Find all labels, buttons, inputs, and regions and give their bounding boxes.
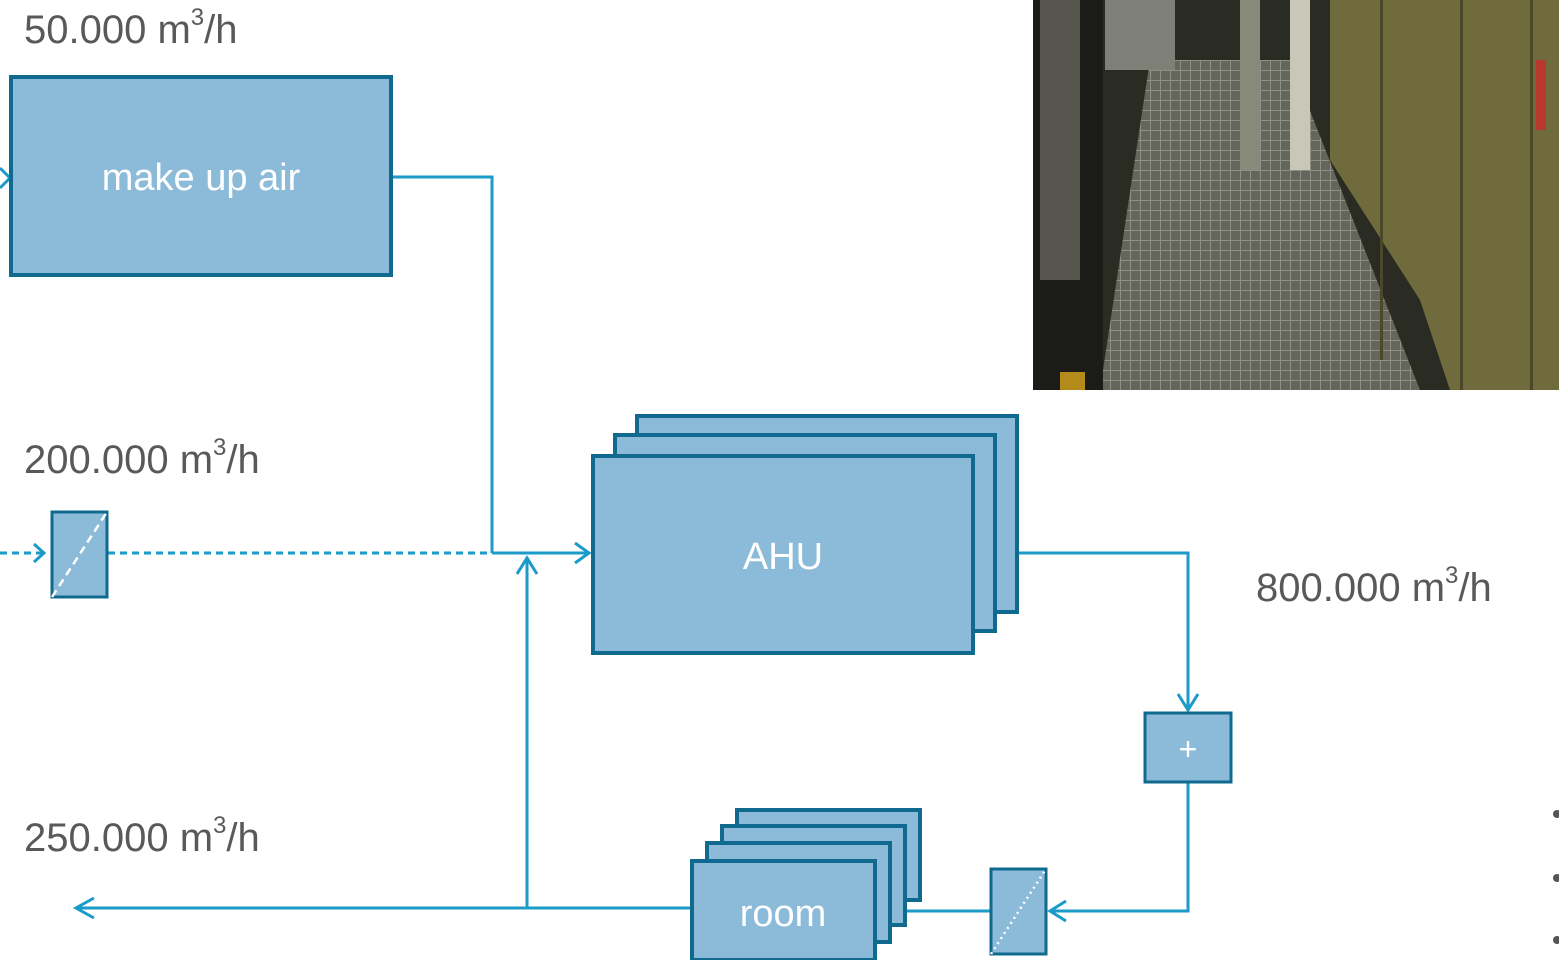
- plant-room-photo: [1033, 0, 1559, 390]
- heater-box: +: [1143, 711, 1233, 784]
- heater-label: +: [1179, 731, 1198, 767]
- supply-damper: [989, 867, 1048, 956]
- ahu-label: AHU: [743, 536, 823, 578]
- ahu-stack: AHU: [591, 414, 1019, 655]
- bullet-list-fragment: [1553, 810, 1559, 944]
- exhaust-flow-label: 250.000 m3/h: [24, 812, 260, 860]
- makeup-air-label: make up air: [102, 157, 301, 199]
- flow-lines: [0, 166, 1200, 923]
- outdoor-damper: [50, 510, 109, 599]
- room-label: room: [740, 893, 827, 935]
- supply-flow-label: 800.000 m3/h: [1256, 562, 1492, 610]
- outdoor-flow-label: 200.000 m3/h: [24, 434, 260, 482]
- room-stack: room: [690, 808, 922, 960]
- makeup-flow-label: 50.000 m3/h: [24, 4, 238, 52]
- makeup-air-box: make up air: [9, 75, 393, 277]
